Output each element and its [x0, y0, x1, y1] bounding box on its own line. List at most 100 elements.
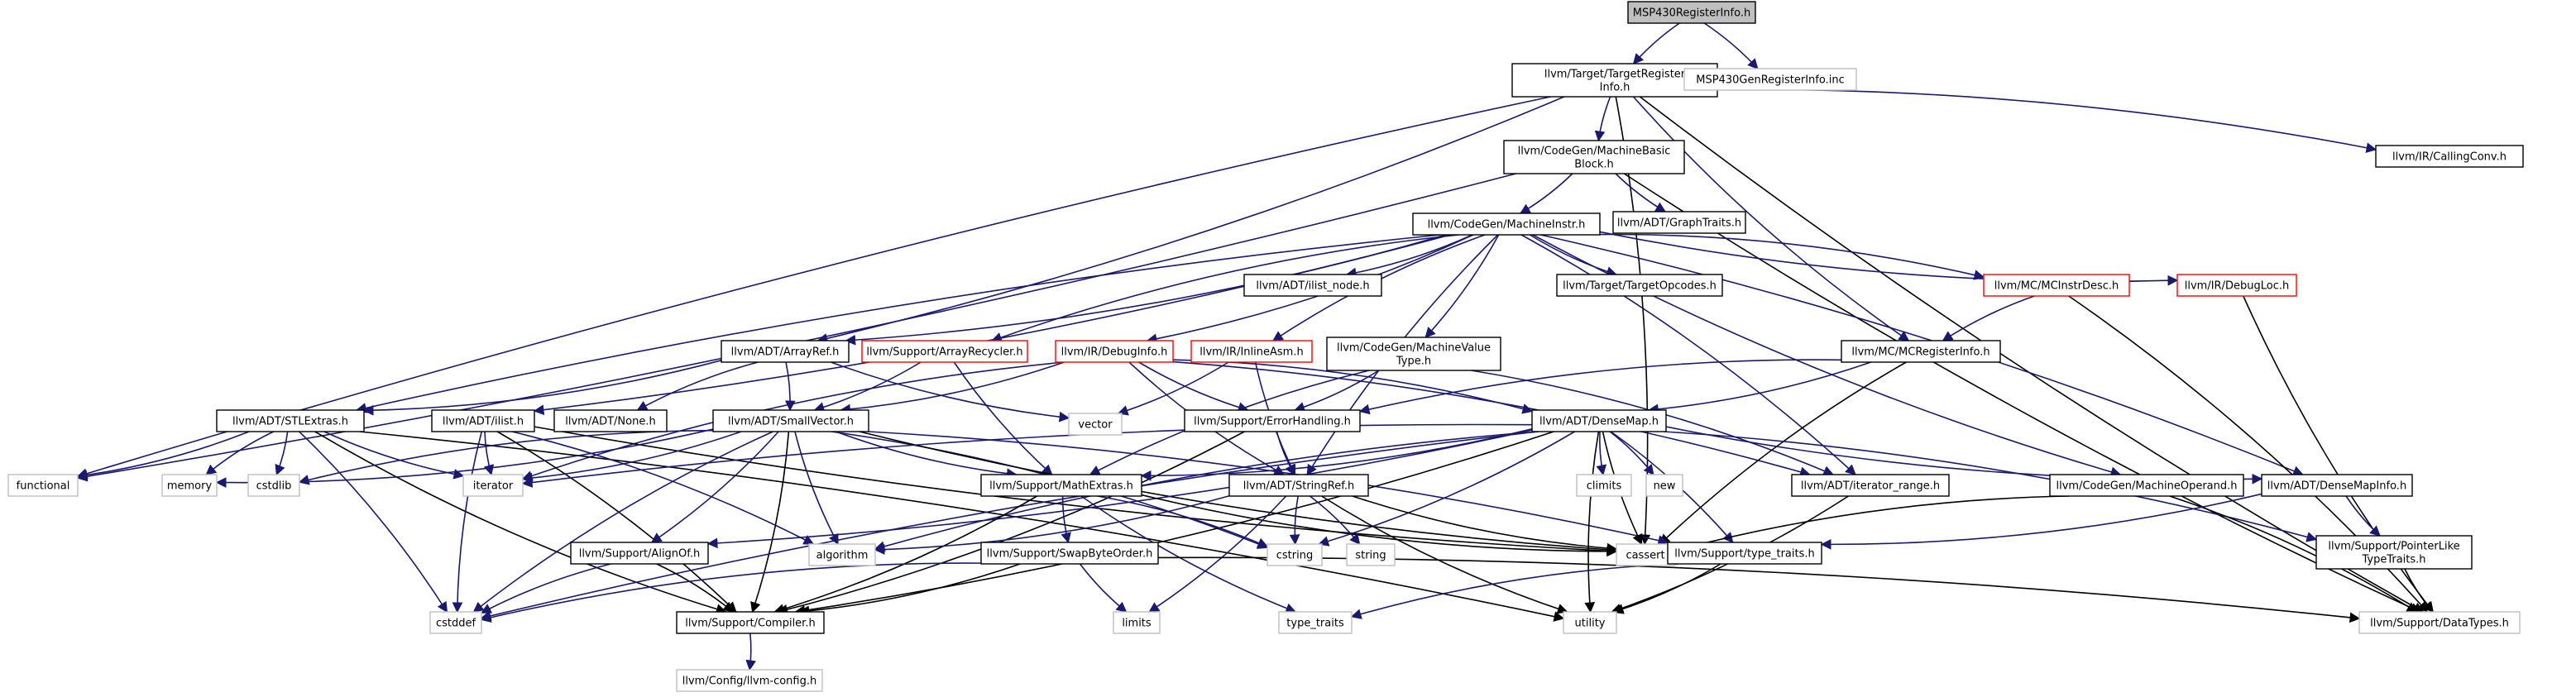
edge-smallvector-to-cstddef — [472, 431, 773, 613]
edge-mi-to-arrayrecycler — [991, 234, 1459, 343]
edge-line — [1350, 563, 1678, 619]
node-label: llvm/ADT/ilist.h — [443, 416, 524, 428]
node-label: new — [1654, 480, 1676, 493]
node-box — [1503, 140, 1685, 174]
node-compiler[interactable]: llvm/Support/Compiler.h — [676, 611, 825, 634]
edge-mi-to-stlextras — [356, 234, 1440, 413]
node-mcreginfo[interactable]: llvm/MC/MCRegisterInfo.h — [1841, 340, 2001, 363]
node-debugloc[interactable]: llvm/IR/DebugLoc.h — [2176, 274, 2297, 297]
node-limits: limits — [1113, 611, 1161, 634]
edge-densemap-to-densemapinfo — [1665, 426, 2263, 485]
edge-line — [1172, 360, 1811, 478]
edge-swapbyteorder-to-limits — [1079, 563, 1128, 613]
edge-line — [794, 431, 839, 546]
edge-mathextras-to-stdtypetraits — [1080, 495, 1297, 613]
edge-line — [521, 423, 1533, 488]
edge-line — [1079, 563, 1128, 613]
node-box — [1841, 340, 2001, 363]
node-string: string — [1346, 543, 1396, 566]
edge-line — [831, 361, 1070, 422]
edge-smallvector-to-algorithm — [794, 431, 839, 546]
node-arrayref[interactable]: llvm/ADT/ArrayRef.h — [721, 340, 850, 363]
edge-mi-to-targetopcodes — [1529, 234, 1617, 277]
node-label: llvm/Support/type_traits.h — [1674, 548, 1815, 561]
node-typetraits[interactable]: llvm/Support/type_traits.h — [1667, 542, 1822, 565]
node-none[interactable]: llvm/ADT/None.h — [553, 409, 668, 432]
node-swapbyteorder[interactable]: llvm/Support/SwapByteOrder.h — [980, 542, 1159, 565]
node-iteratorrange[interactable]: llvm/ADT/iterator_range.h — [1791, 474, 1950, 497]
node-densemapinfo[interactable]: llvm/ADT/DenseMapInfo.h — [2261, 474, 2413, 497]
node-box — [1563, 611, 1617, 634]
node-stlextras[interactable]: llvm/ADT/STLExtras.h — [216, 409, 365, 432]
node-mcinstrdesc[interactable]: llvm/MC/MCInstrDesc.h — [1983, 274, 2130, 297]
edge-mcreginfo-to-cassert — [1659, 361, 1907, 545]
edge-swapbyteorder-to-datatypes — [1157, 556, 2361, 623]
node-errorhandling[interactable]: llvm/Support/ErrorHandling.h — [1184, 409, 1361, 432]
edge-mbb-to-functional — [76, 173, 1516, 482]
node-label: llvm/Support/AlignOf.h — [579, 548, 701, 561]
node-label: cstddef — [436, 618, 476, 630]
edge-line — [750, 431, 790, 613]
node-vector: vector — [1068, 413, 1123, 436]
node-box — [1576, 474, 1632, 497]
edge-tri-to-datatypes — [1639, 96, 2425, 613]
edge-line — [1424, 234, 1500, 338]
edge-line — [2169, 495, 2418, 613]
node-stringref[interactable]: llvm/ADT/StringRef.h — [1228, 474, 1369, 497]
edge-line — [2243, 295, 2434, 613]
node-label: llvm/Support/ArrayRecycler.h — [866, 346, 1022, 359]
node-label: llvm/Support/SwapByteOrder.h — [987, 548, 1153, 561]
node-alignof[interactable]: llvm/Support/AlignOf.h — [570, 542, 709, 565]
node-smallvector[interactable]: llvm/ADT/SmallVector.h — [712, 409, 869, 432]
node-ilistnode[interactable]: llvm/ADT/ilist_node.h — [1243, 274, 1382, 297]
edge-ilist-to-cassert — [534, 426, 1618, 556]
node-box — [2261, 474, 2413, 497]
node-callconv[interactable]: llvm/IR/CallingConv.h — [2375, 145, 2524, 168]
edge-typetraits-to-stdtypetraits — [1350, 563, 1678, 619]
node-debuginfo[interactable]: llvm/IR/DebugInfo.h — [1055, 340, 1174, 363]
node-label: llvm/ADT/StringRef.h — [1243, 480, 1354, 493]
edge-line — [356, 234, 1440, 413]
edge-line — [1612, 563, 1721, 614]
node-box — [980, 542, 1159, 565]
node-datatypes: llvm/Support/DataTypes.h — [2358, 611, 2521, 634]
edge-mcreginfo-to-errorhandling — [1358, 359, 1842, 415]
edge-line — [1519, 173, 1573, 214]
edge-stringref-to-algorithm — [874, 495, 1230, 555]
edge-mathextras-to-cassert — [1141, 494, 1618, 557]
edge-densemapinfo-to-pointerlike — [2345, 495, 2381, 537]
edge-densemap-to-iterator — [521, 423, 1533, 488]
node-inlineasm[interactable]: llvm/IR/InlineAsm.h — [1190, 340, 1313, 363]
edge-mathextras-to-cstring — [1097, 495, 1269, 548]
node-label: llvm/ADT/None.h — [565, 416, 655, 428]
node-label: llvm/ADT/STLExtras.h — [232, 416, 348, 428]
edge-densemap-to-cstddef — [480, 431, 1539, 622]
node-mo[interactable]: llvm/CodeGen/MachineOperand.h — [2049, 474, 2244, 497]
node-mathextras[interactable]: llvm/Support/MathExtras.h — [980, 474, 1142, 497]
edge-debuginfo-to-errorhandling — [1138, 361, 1249, 413]
node-targetopcodes[interactable]: llvm/Target/TargetOpcodes.h — [1556, 274, 1723, 297]
edge-line — [362, 360, 722, 416]
edge-line — [794, 431, 1554, 616]
node-box — [1228, 474, 1369, 497]
edge-mbb-to-datatypes — [1623, 173, 2421, 613]
edge-line — [859, 431, 1618, 556]
edge-arrayrecycler-to-mathextras — [953, 361, 1053, 475]
edge-pointerlike-to-datatypes — [2404, 568, 2434, 613]
node-box — [1683, 68, 1857, 91]
node-graphtraits[interactable]: llvm/ADT/GraphTraits.h — [1612, 211, 1746, 234]
edge-alignof-to-compiler — [656, 563, 735, 613]
node-memory: memory — [161, 474, 218, 497]
node-arrayrecycler[interactable]: llvm/Support/ArrayRecycler.h — [861, 340, 1028, 363]
node-box — [2375, 145, 2524, 168]
edge-line — [874, 495, 1230, 555]
node-mi[interactable]: llvm/CodeGen/MachineInstr.h — [1412, 212, 1601, 236]
node-label: string — [1355, 550, 1386, 562]
node-densemap[interactable]: llvm/ADT/DenseMap.h — [1531, 409, 1667, 432]
edge-line — [1609, 431, 1654, 476]
node-ilist[interactable]: llvm/ADT/ilist.h — [431, 409, 535, 432]
